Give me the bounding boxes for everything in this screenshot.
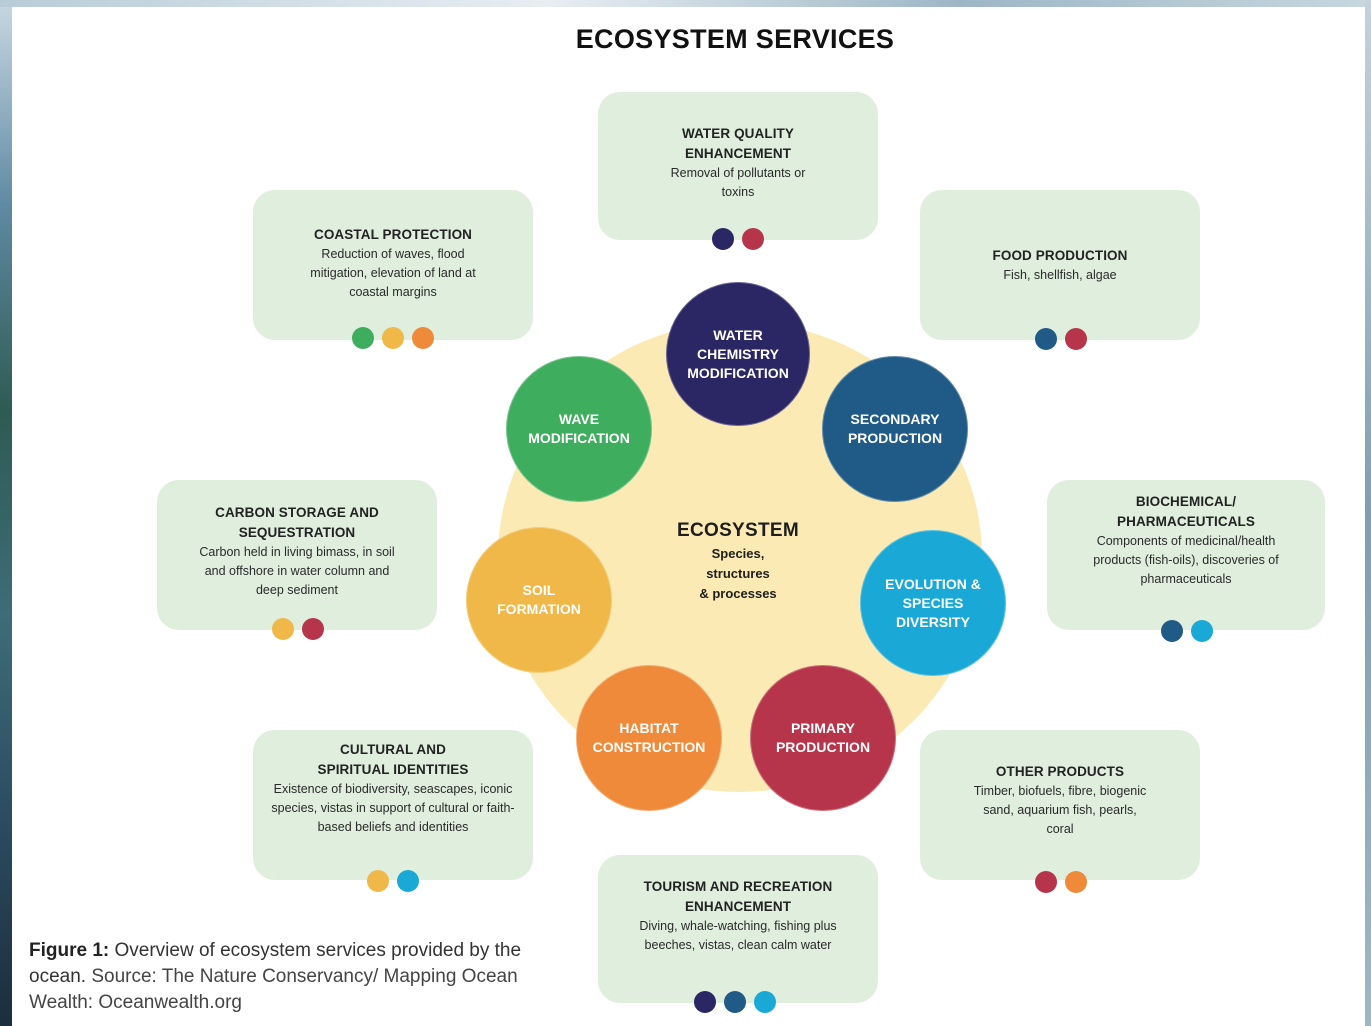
service-title: FOOD PRODUCTION (992, 248, 1128, 263)
process-dot (272, 618, 294, 640)
service-description: Reduction of waves, flood mitigation, el… (310, 247, 476, 299)
service-description: Existence of biodiversity, seascapes, ic… (271, 782, 515, 834)
process-dot (742, 228, 764, 250)
process-dot (302, 618, 324, 640)
service-description: Carbon held in living bimass, in soil an… (199, 545, 395, 597)
caption-source: Source: The Nature Conservancy/ Mapping … (29, 966, 518, 1013)
core-subtitle-line: Species, (711, 546, 765, 561)
process-dot (754, 991, 776, 1013)
process-dot (352, 327, 374, 349)
service-title: COASTAL PROTECTION (313, 227, 473, 242)
figure-title: ECOSYSTEM SERVICES (575, 24, 895, 54)
service-dots (1035, 328, 1087, 350)
process-dot (1035, 871, 1057, 893)
caption-label: Figure 1: (29, 940, 110, 961)
service-title: CULTURAL AND SPIRITUAL IDENTITIES (317, 742, 469, 777)
figure-caption: Figure 1: Overview of ecosystem services… (29, 938, 529, 1016)
process-primary-production: PRIMARY PRODUCTION (750, 665, 896, 811)
process-habitat-construction: HABITAT CONSTRUCTION (576, 665, 722, 811)
process-label: PRIMARY PRODUCTION (775, 720, 871, 755)
core-subtitle: Species, structures & processes (638, 544, 838, 604)
process-dot (724, 991, 746, 1013)
process-label: WATER CHEMISTRY MODIFICATION (687, 326, 789, 381)
service-title: TOURISM AND RECREATION ENHANCEMENT (643, 879, 833, 914)
process-dot (694, 991, 716, 1013)
process-dot (1035, 328, 1057, 350)
photo-border-right (1365, 0, 1371, 1026)
process-label: SECONDARY PRODUCTION (847, 411, 943, 446)
service-dots (694, 991, 776, 1013)
caption-text: Overview of ecosystem services provided … (29, 940, 522, 987)
service-card-biochemical: BIOCHEMICAL/ PHARMACEUTICALS Components … (1047, 480, 1325, 630)
service-dots (1161, 620, 1213, 642)
ecosystem-core-label: ECOSYSTEM Species, structures & processe… (638, 520, 838, 604)
service-card-coastal-protection: COASTAL PROTECTION Reduction of waves, f… (253, 190, 533, 340)
process-dot (1065, 328, 1087, 350)
service-card-other-products: OTHER PRODUCTS Timber, biofuels, fibre, … (920, 730, 1200, 880)
photo-border-left (0, 0, 12, 1026)
process-dot (412, 327, 434, 349)
process-wave-modification: WAVE MODIFICATION (506, 356, 652, 502)
process-label: SOIL FORMATION (497, 582, 581, 617)
process-dot (397, 870, 419, 892)
process-dot (1191, 620, 1213, 642)
process-label: WAVE MODIFICATION (528, 411, 630, 446)
service-title: CARBON STORAGE AND SEQUESTRATION (215, 505, 379, 540)
process-label: HABITAT CONSTRUCTION (592, 720, 706, 755)
service-dots (367, 870, 419, 892)
process-evolution-diversity: EVOLUTION & SPECIES DIVERSITY (860, 530, 1006, 676)
photo-border-top (0, 0, 1371, 7)
service-title: WATER QUALITY ENHANCEMENT (681, 126, 795, 161)
service-title: BIOCHEMICAL/ PHARMACEUTICALS (1117, 494, 1255, 529)
service-card-food-production: FOOD PRODUCTION Fish, shellfish, algae (920, 190, 1200, 340)
service-dots (712, 228, 764, 250)
process-dot (367, 870, 389, 892)
process-dot (382, 327, 404, 349)
process-soil-formation: SOIL FORMATION (466, 527, 612, 673)
service-description: Removal of pollutants or toxins (670, 166, 806, 199)
service-card-carbon-storage: CARBON STORAGE AND SEQUESTRATION Carbon … (157, 480, 437, 630)
service-card-tourism: TOURISM AND RECREATION ENHANCEMENT Divin… (598, 855, 878, 1003)
process-water-chemistry: WATER CHEMISTRY MODIFICATION (666, 282, 810, 426)
process-dot (712, 228, 734, 250)
service-description: Timber, biofuels, fibre, biogenic sand, … (973, 784, 1147, 836)
service-card-cultural: CULTURAL AND SPIRITUAL IDENTITIES Existe… (253, 730, 533, 880)
core-title: ECOSYSTEM (677, 520, 799, 541)
service-description: Components of medicinal/health products … (1093, 534, 1279, 586)
service-title: OTHER PRODUCTS (995, 764, 1125, 779)
service-dots (352, 327, 434, 349)
service-dots (1035, 871, 1087, 893)
core-subtitle-line: & processes (699, 586, 777, 601)
process-secondary-production: SECONDARY PRODUCTION (822, 356, 968, 502)
process-label: EVOLUTION & SPECIES DIVERSITY (885, 575, 981, 630)
service-dots (272, 618, 324, 640)
process-dot (1065, 871, 1087, 893)
service-card-water-quality: WATER QUALITY ENHANCEMENT Removal of pol… (598, 92, 878, 240)
core-subtitle-line: structures (706, 566, 770, 581)
service-description: Diving, whale-watching, fishing plus bee… (639, 919, 837, 952)
service-description: Fish, shellfish, algae (1003, 268, 1117, 282)
process-dot (1161, 620, 1183, 642)
